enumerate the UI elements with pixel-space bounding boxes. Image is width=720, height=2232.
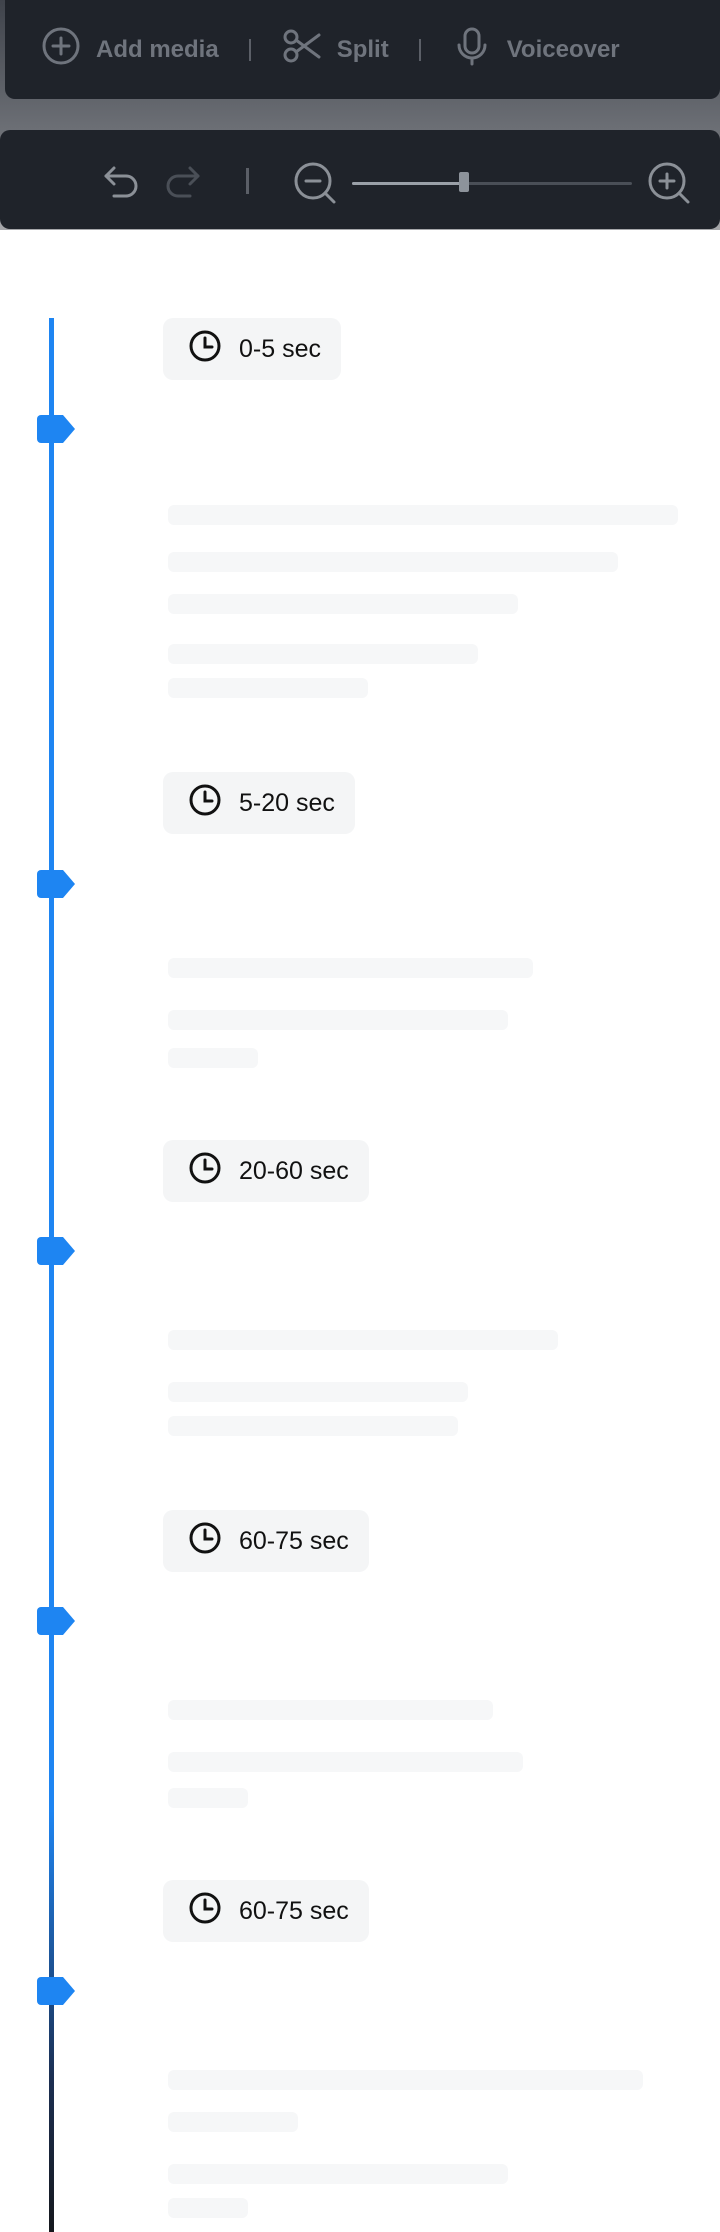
time-pill: 20-60 sec xyxy=(163,1140,369,1202)
faded-text-line xyxy=(168,2198,248,2218)
faded-text-line xyxy=(168,2070,643,2090)
time-label: 20-60 sec xyxy=(239,1156,349,1185)
faded-text-line xyxy=(168,678,368,698)
time-pill: 5-20 sec xyxy=(163,772,355,834)
zoom-in-icon[interactable] xyxy=(646,160,694,208)
time-pill: 60-75 sec xyxy=(163,1510,369,1572)
toolbar-divider xyxy=(248,38,251,61)
faded-text-line xyxy=(168,552,618,572)
voiceover-label: Voiceover xyxy=(506,35,620,63)
time-pill: 0-5 sec xyxy=(163,318,341,380)
clock-icon xyxy=(187,1520,223,1563)
faded-text-line xyxy=(168,1382,468,1402)
faded-text-line xyxy=(168,1700,493,1720)
faded-text-line xyxy=(168,1752,523,1772)
faded-text-line xyxy=(168,1010,508,1030)
faded-text-line xyxy=(168,958,533,978)
faded-text-line xyxy=(168,505,678,525)
faded-text-line xyxy=(168,594,518,614)
clock-icon xyxy=(187,328,223,371)
zoom-slider-fill xyxy=(352,182,464,185)
redo-icon[interactable] xyxy=(160,158,204,202)
zoom-slider[interactable] xyxy=(352,172,632,192)
faded-text-line xyxy=(168,1416,458,1436)
split-button[interactable]: Split xyxy=(281,25,389,74)
timeline-marker[interactable] xyxy=(37,1237,75,1265)
faded-text-line xyxy=(168,2112,298,2132)
faded-text-line xyxy=(168,2164,508,2184)
microphone-icon xyxy=(451,25,493,74)
clock-icon xyxy=(187,1890,223,1933)
split-label: Split xyxy=(336,35,389,63)
time-label: 60-75 sec xyxy=(239,1896,349,1925)
zoom-bar xyxy=(0,130,720,229)
scissors-icon xyxy=(281,25,323,74)
toolbar-divider xyxy=(418,38,421,61)
zoom-divider xyxy=(246,168,249,194)
voiceover-button[interactable]: Voiceover xyxy=(451,25,620,74)
faded-text-line xyxy=(168,1048,258,1068)
add-media-label: Add media xyxy=(96,35,219,63)
editor-toolbar: Add media Split Voiceover xyxy=(5,0,720,99)
add-media-button[interactable]: Add media xyxy=(40,25,219,74)
faded-text-line xyxy=(168,644,478,664)
timeline-marker[interactable] xyxy=(37,1607,75,1635)
time-label: 60-75 sec xyxy=(239,1526,349,1555)
faded-text-line xyxy=(168,1330,558,1350)
clock-icon xyxy=(187,782,223,825)
faded-text-line xyxy=(168,1788,248,1808)
timeline-marker[interactable] xyxy=(37,415,75,443)
timeline-marker[interactable] xyxy=(37,870,75,898)
zoom-slider-thumb[interactable] xyxy=(459,172,469,192)
time-pill: 60-75 sec xyxy=(163,1880,369,1942)
undo-icon[interactable] xyxy=(100,158,144,202)
plus-circle-icon xyxy=(40,25,82,74)
time-label: 0-5 sec xyxy=(239,334,321,363)
timeline-marker[interactable] xyxy=(37,1977,75,2005)
zoom-out-icon[interactable] xyxy=(292,160,340,208)
time-label: 5-20 sec xyxy=(239,788,335,817)
timeline-line xyxy=(49,318,54,2232)
clock-icon xyxy=(187,1150,223,1193)
